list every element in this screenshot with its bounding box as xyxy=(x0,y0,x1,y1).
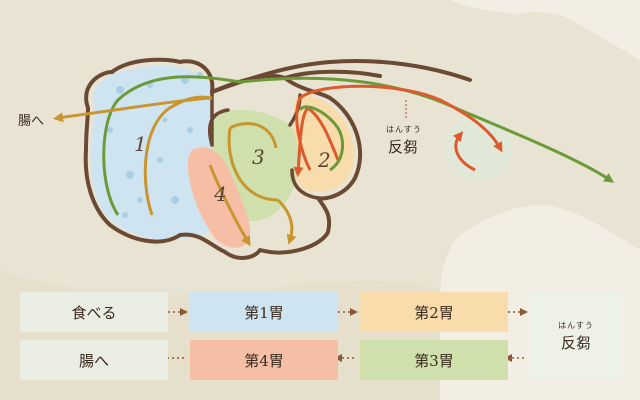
stomach-dividers xyxy=(207,90,320,200)
flow-box-out-text: 腸へ xyxy=(78,351,109,370)
stomach4-fill xyxy=(188,147,251,248)
arrow-red xyxy=(295,84,503,171)
flow-box-rumination-text: 反芻 xyxy=(560,333,591,352)
flow-box-rumination: はんすう 反芻 xyxy=(530,292,622,380)
flow-box-stomach4-text: 第4胃 xyxy=(244,351,284,370)
arrow-gold xyxy=(229,122,292,240)
flow-box-eat: 食べる xyxy=(20,292,168,332)
flow-box-eat-text: 食べる xyxy=(71,303,117,322)
flow-box-stomach1: 第1胃 xyxy=(190,292,338,332)
arrow-gold-4 xyxy=(208,164,251,247)
rumination-label: 反芻 xyxy=(388,138,419,156)
flow-box-rumination-ruby: はんすう xyxy=(558,320,594,330)
flow-box-stomach2: 第2胃 xyxy=(360,292,508,332)
rumination-bubble xyxy=(444,114,512,182)
arrow-gold-23 xyxy=(227,127,279,202)
stomach4-number: 4 xyxy=(214,182,227,206)
arrow-red-return xyxy=(452,131,476,172)
stomach2-fill xyxy=(290,95,355,192)
stomach1-number: 1 xyxy=(134,132,147,156)
stomach2-number: 2 xyxy=(318,148,331,172)
flow-box-stomach3: 第3胃 xyxy=(360,340,508,380)
stomach3-number: 3 xyxy=(252,145,265,169)
flow-box-stomach2-text: 第2胃 xyxy=(414,303,454,322)
arrow-green-2 xyxy=(298,105,344,172)
rumen-texture xyxy=(107,72,203,218)
flow-box-out: 腸へ xyxy=(20,340,168,380)
arrow-gold-out xyxy=(53,95,213,216)
arrow-green xyxy=(102,75,615,216)
flow-box-stomach1-text: 第1胃 xyxy=(244,303,284,322)
flow-box-stomach3-text: 第3胃 xyxy=(414,351,454,370)
rumination-ruby: はんすう xyxy=(386,125,422,134)
flow-box-stomach4: 第4胃 xyxy=(190,340,338,380)
intestine-label: 腸へ xyxy=(18,114,45,129)
